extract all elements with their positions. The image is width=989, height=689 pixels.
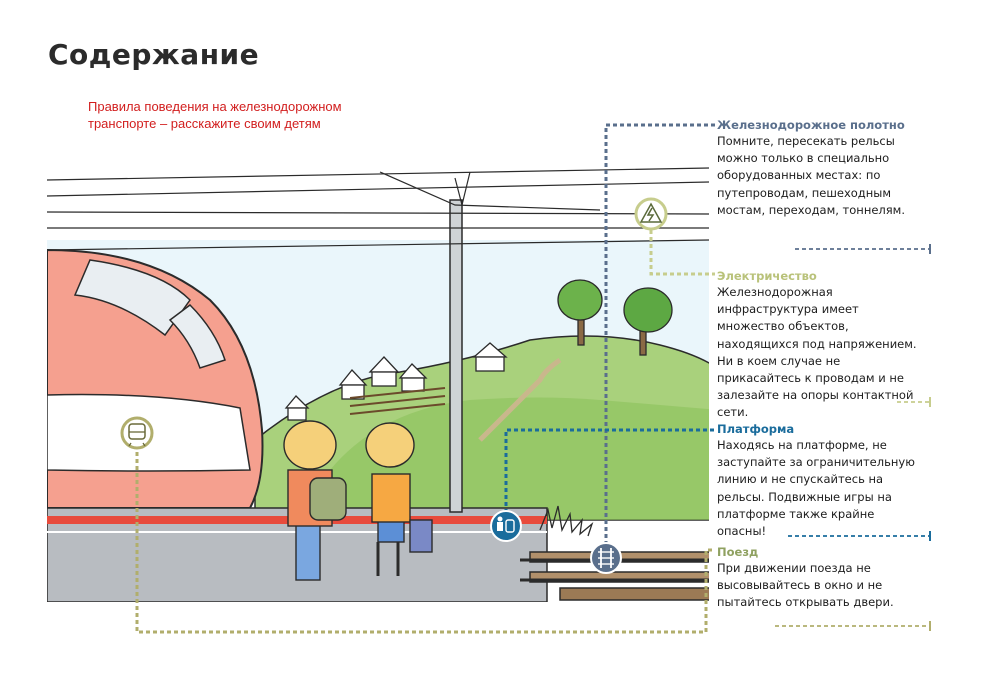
rails-icon <box>590 542 622 574</box>
passengers-icon <box>490 510 522 542</box>
section-train: Поезд При движении поезда не высовывайте… <box>717 544 927 612</box>
section-text: Железнодорожная инфраструктура имеет мно… <box>717 285 917 420</box>
section-text: Находясь на платформе, не заступайте за … <box>717 438 915 539</box>
section-title: Электричество <box>717 269 817 283</box>
section-electricity: Электричество Железнодорожная инфраструк… <box>717 268 927 422</box>
section-title: Железнодорожное полотно <box>717 118 905 132</box>
section-title: Поезд <box>717 545 759 559</box>
section-text: При движении поезда не высовывайтесь в о… <box>717 561 894 610</box>
page-subtitle: Правила поведения на железнодорожном тра… <box>88 99 342 131</box>
section-railway-track: Железнодорожное полотно Помните, пересек… <box>717 117 927 219</box>
section-title: Платформа <box>717 422 795 436</box>
section-text: Помните, пересекать рельсы можно только … <box>717 134 906 217</box>
page-title: Содержание <box>48 38 260 71</box>
train-icon <box>120 416 154 450</box>
section-platform: Платформа Находясь на платформе, не заст… <box>717 421 927 540</box>
high-voltage-icon <box>634 197 668 231</box>
